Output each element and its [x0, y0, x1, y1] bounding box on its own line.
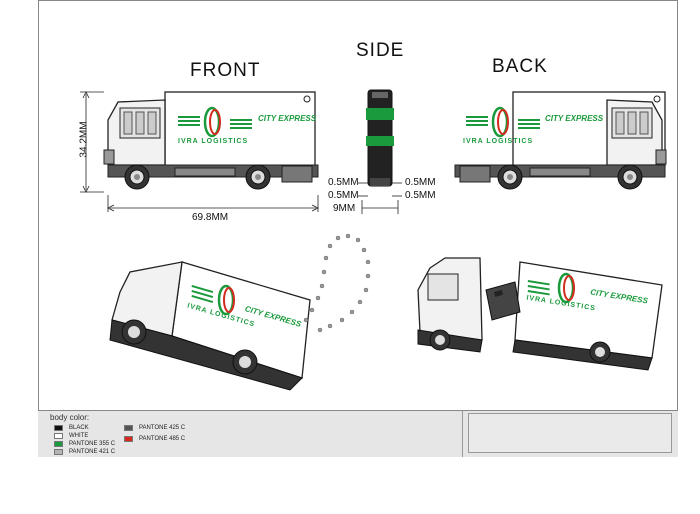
- side-left-bottom-label: 9MM: [333, 203, 356, 214]
- legend-divider: [462, 411, 463, 457]
- back-view-truck-detail: [454, 99, 667, 190]
- side-view-profile: [366, 89, 394, 187]
- side-view-label: SIDE: [356, 40, 405, 61]
- legend-item: WHITE: [54, 433, 88, 439]
- iso-view-truck-usb-open: [417, 257, 663, 371]
- dimension-lines: [80, 91, 402, 214]
- back-ivra-logistics-text: IVRA LOGISTICS: [463, 138, 534, 145]
- legend-item: PANTONE 355 C: [54, 441, 115, 447]
- side-right-mid-label: 0.5MM: [405, 190, 436, 201]
- front-ivra-logistics-text: IVRA LOGISTICS: [178, 138, 249, 145]
- back-view-label: BACK: [492, 56, 548, 77]
- legend-label: BLACK: [69, 425, 89, 431]
- front-view-truck: [103, 91, 319, 190]
- legend-label: PANTONE 421 C: [69, 449, 116, 455]
- legend-item: PANTONE 421 C: [54, 449, 115, 455]
- legend-item: PANTONE 425 C: [124, 425, 185, 431]
- legend-item: PANTONE 485 C: [124, 436, 185, 442]
- legend-label: PANTONE 355 C: [69, 441, 116, 447]
- legend-swatch: [124, 436, 133, 442]
- legend-label: PANTONE 485 C: [139, 436, 186, 442]
- legend-item: BLACK: [54, 425, 89, 431]
- legend-label: WHITE: [69, 433, 89, 439]
- legend-label: PANTONE 425 C: [139, 425, 186, 431]
- front-city-express-text: CITY EXPRESS: [258, 114, 317, 123]
- legend-title: body color:: [50, 413, 90, 422]
- side-right-top-label: 0.5MM: [405, 177, 436, 188]
- length-dimension-label: 69.8MM: [192, 212, 229, 223]
- color-legend: body color: BLACK WHITE PANTONE 355 C PA…: [38, 410, 678, 457]
- iso-view-truck-keychain: [109, 233, 371, 391]
- legend-swatch: [54, 433, 63, 439]
- front-view-label: FRONT: [190, 60, 261, 81]
- legend-notes-box: [468, 413, 672, 453]
- legend-swatch: [124, 425, 133, 431]
- drawing-sheet: [38, 0, 678, 456]
- legend-swatch: [54, 441, 63, 447]
- height-dimension-label: 34.2MM: [78, 121, 90, 158]
- legend-swatch: [54, 449, 63, 455]
- side-left-mid-label: 0.5MM: [328, 190, 359, 201]
- back-city-express-text: CITY EXPRESS: [545, 114, 604, 123]
- side-left-top-label: 0.5MM: [328, 177, 359, 188]
- legend-swatch: [54, 425, 63, 431]
